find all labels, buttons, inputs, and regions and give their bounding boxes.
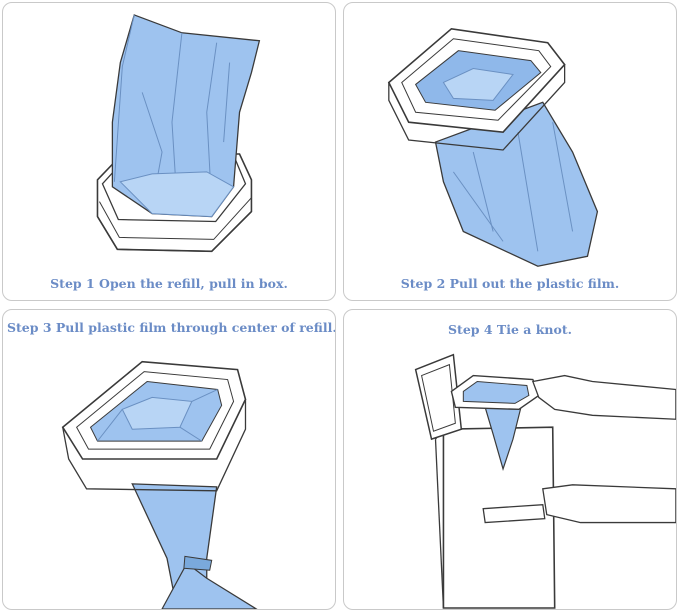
step-4-caption: Step 4 Tie a knot.: [448, 322, 572, 337]
step-1-caption: Step 1 Open the refill, pull in box.: [50, 276, 288, 291]
step-2-panel: Step 2 Pull out the plastic film.: [343, 2, 677, 301]
step-1-panel: Step 1 Open the refill, pull in box.: [2, 2, 336, 301]
step-4-panel: Step 4 Tie a knot.: [343, 309, 677, 610]
step-3-caption: Step 3 Pull plastic film through center …: [7, 320, 336, 335]
step-1-illustration: [96, 14, 261, 253]
step-3-illustration: [61, 360, 258, 609]
step-2-illustration: [387, 27, 599, 267]
step-4-illustration: [414, 353, 676, 609]
step-3-panel: Step 3 Pull plastic film through center …: [2, 309, 336, 610]
step-2-caption: Step 2 Pull out the plastic film.: [400, 276, 620, 291]
